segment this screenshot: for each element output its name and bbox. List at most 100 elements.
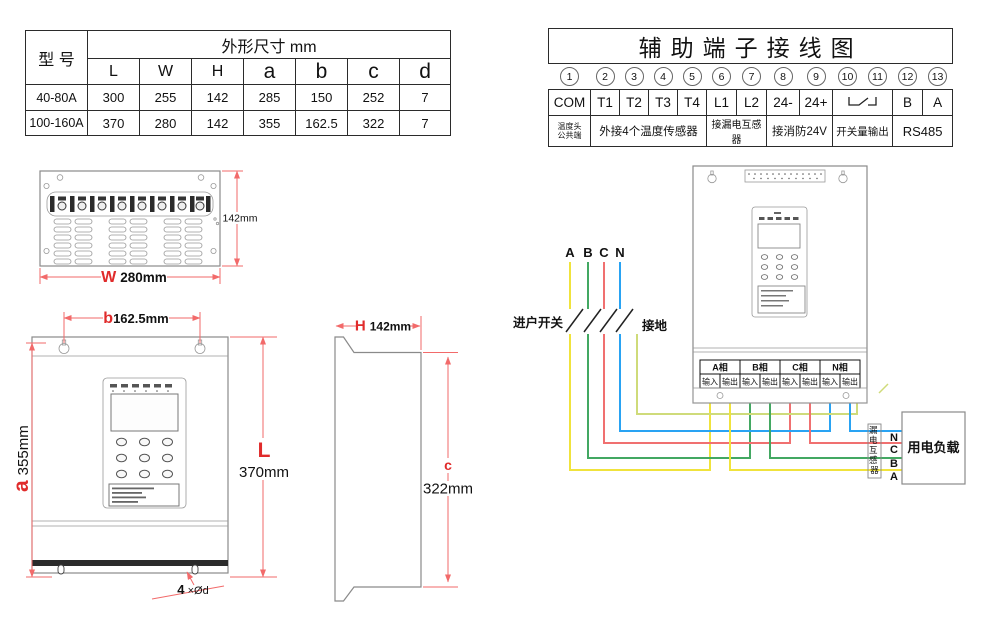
load-wire-a: A [890, 471, 898, 483]
vent-slots [53, 218, 203, 265]
keypad-buttons [760, 254, 799, 280]
dimension-table: 型 号 外形尺寸 mm L W H a b c d 40-80A 300 255… [25, 30, 452, 136]
terminal-number: 11 [868, 67, 887, 87]
b-dimension: b162.5mm [63, 310, 201, 343]
wire-phase-n [619, 262, 831, 432]
svg-text:B相: B相 [752, 362, 768, 373]
terminal-t3: T3 [648, 89, 678, 116]
breaker-switch-icons [565, 308, 634, 333]
keyhole-mounts [707, 170, 848, 184]
aux-table-title: 辅助端子接线图 [547, 28, 954, 64]
wire-ground [636, 334, 858, 415]
value-cell: 142 [191, 110, 244, 136]
svg-text:C相: C相 [792, 362, 808, 373]
control-panel [102, 377, 187, 509]
svg-text:142mm: 142mm [222, 213, 257, 225]
model-header: 型 号 [25, 30, 88, 85]
aux-terminal-strip [744, 169, 826, 183]
terminal-number: 9 [806, 67, 826, 87]
terminal-24pos: 24+ [799, 89, 833, 116]
terminal-number: 1 [560, 67, 579, 87]
desc-temp-sensors: 外接4个温度传感器 [590, 115, 707, 147]
aux-terminal-dots [748, 173, 822, 180]
terminal-number: 6 [712, 67, 731, 87]
load-wire-c: C [890, 444, 898, 456]
value-cell: 370 [87, 110, 140, 136]
svg-text:b162.5mm: b162.5mm [103, 310, 168, 327]
phase-label-c: C [599, 245, 609, 260]
device-panel [751, 206, 808, 318]
output-wires [729, 403, 902, 471]
svg-text:A相: A相 [712, 362, 728, 373]
table-row: 100-160A 370 280 142 355 162.5 322 7 [25, 110, 452, 136]
terminal-numbers-row: 1 2 3 4 5 6 7 8 9 10 11 12 13 [548, 63, 953, 90]
svg-text:输出: 输出 [762, 377, 778, 387]
svg-text:输入: 输入 [702, 377, 718, 387]
terminal-number: 12 [898, 67, 917, 87]
desc-temp-common: 温度头公共端 [548, 115, 591, 147]
col-b: b [295, 58, 348, 85]
svg-text:4 ×Ød: 4 ×Ød [177, 582, 208, 597]
svg-text:输入: 输入 [822, 377, 838, 387]
col-H: H [191, 58, 244, 85]
value-cell: 355 [243, 110, 296, 136]
wire-phase-a [569, 262, 711, 471]
controller-device: A相 B相 C相 N相 输入 输出 输入 输出 输入 输出 输入 输出 [692, 165, 889, 404]
svg-text:370mm: 370mm [239, 464, 289, 481]
input-wires [569, 262, 858, 471]
value-cell: 280 [139, 110, 192, 136]
terminal-number: 10 [838, 67, 857, 87]
phase-terminal-table: A相 B相 C相 N相 输入 输出 输入 输出 输入 输出 输入 输出 [699, 359, 861, 389]
phase-label-n: N [615, 245, 624, 260]
phase-label-a: A [565, 245, 575, 260]
svg-text:输出: 输出 [842, 377, 858, 387]
ground-mark [878, 383, 889, 394]
desc-leakage-ct: 接漏电互感器 [706, 115, 767, 147]
lcd-screen [110, 393, 179, 432]
load-box: 用电负载 [901, 411, 966, 485]
terminal-24neg: 24- [766, 89, 800, 116]
l-dimension: L 370mm [230, 336, 289, 578]
svg-text:322mm: 322mm [423, 481, 473, 498]
lcd-screen [757, 223, 801, 249]
col-d: d [398, 58, 452, 85]
ground-label: 接地 [642, 318, 668, 333]
value-cell: 300 [87, 84, 140, 111]
terminal-t1: T1 [590, 89, 620, 116]
screw-icons [43, 174, 220, 254]
value-cell: 7 [398, 110, 452, 136]
load-wire-b: B [890, 458, 898, 470]
entry-switch-label: 进户开关 [513, 315, 564, 330]
switch-contact-icon [847, 96, 877, 106]
svg-text:漏 电 互: 漏 电 互 感 器 [869, 425, 880, 475]
svg-text:L: L [258, 439, 271, 462]
size-header: 外形尺寸 mm [86, 30, 452, 59]
phase-label-b: B [583, 245, 592, 260]
svg-text:输出: 输出 [722, 377, 738, 387]
aux-terminal-table: 辅助端子接线图 1 2 3 4 5 6 7 8 9 10 11 12 13 CO… [547, 28, 954, 147]
front-view-body [31, 336, 229, 574]
c-dimension: c 322mm [423, 352, 473, 588]
terminal-block-area [46, 191, 214, 217]
wire-out-c [809, 403, 902, 444]
terminal-desc-row: 温度头公共端 外接4个温度传感器 接漏电互感器 接消防24V 开关量输出 RS4… [548, 115, 954, 147]
mount-holes-note: 4 ×Ød [151, 571, 225, 600]
svg-text:输出: 输出 [802, 377, 818, 387]
svg-text:输入: 输入 [742, 377, 758, 387]
svg-text:N相: N相 [832, 362, 848, 373]
mount-hole [191, 564, 199, 575]
value-cell: 285 [243, 84, 296, 111]
desc-switch-output: 开关量输出 [832, 115, 893, 147]
keypad-buttons [116, 437, 173, 479]
terminal-number: 3 [624, 67, 644, 87]
top-view-body [39, 170, 221, 267]
front-view-drawing: b162.5mm a355mm L 370mm [10, 310, 289, 600]
wiring-diagram: A B C N [513, 165, 966, 485]
bottom-band [32, 560, 228, 566]
